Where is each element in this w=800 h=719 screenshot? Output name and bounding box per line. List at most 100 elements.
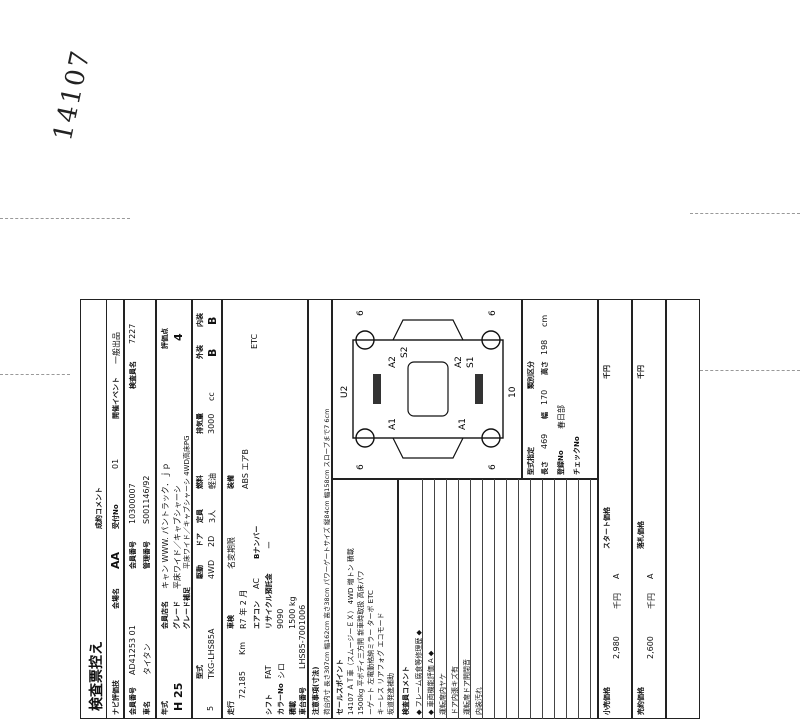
comment-rule bbox=[554, 479, 555, 719]
comment-rule bbox=[434, 479, 435, 719]
body-size-label: 注意事項(寸法) bbox=[312, 666, 320, 715]
diagram-mark: S1 bbox=[466, 357, 476, 368]
fuel-label: 燃料 bbox=[196, 475, 204, 489]
diagram-mark: A2 bbox=[388, 356, 398, 368]
sales-point-line: キーレス リアフォグ エコモード bbox=[377, 612, 385, 715]
comment-rule bbox=[590, 479, 591, 719]
exterior-label: 外装 bbox=[196, 345, 204, 359]
dimension-unit: cm bbox=[540, 314, 549, 327]
capacity-label: 定員 bbox=[196, 509, 204, 523]
diagram-mark: 6 bbox=[488, 464, 498, 470]
wheel-icon bbox=[481, 428, 501, 448]
class-label: 類別区分 bbox=[527, 361, 535, 389]
reception-value: 01 bbox=[111, 458, 120, 469]
reception-label: 受付No bbox=[112, 504, 120, 529]
footer-row bbox=[666, 299, 700, 719]
meeting-label: 会場名 bbox=[112, 588, 120, 609]
mileage-value: 72,185 bbox=[238, 671, 247, 699]
wheel-icon bbox=[355, 330, 375, 350]
width-label: 幅 bbox=[541, 412, 549, 419]
number-label: 会員番号 bbox=[129, 541, 137, 569]
diagram-mark: A1 bbox=[458, 418, 468, 430]
comment-rule bbox=[470, 479, 471, 719]
recycle-label: リサイクル預託金 bbox=[265, 573, 273, 629]
fuel-value: 軽油 bbox=[208, 473, 217, 489]
wheel-icon bbox=[481, 330, 501, 350]
aircon-label: エアコン bbox=[253, 601, 261, 629]
inspector-value: 7227 bbox=[128, 323, 137, 344]
sold-unit-right: 千円 bbox=[637, 365, 645, 379]
start-price-label: スタート価格 bbox=[603, 507, 611, 549]
scan-artifact-line bbox=[0, 374, 70, 375]
inspector-label: 検査員名 bbox=[129, 361, 137, 389]
color-code: 9090 bbox=[276, 608, 285, 629]
cab-left-outline bbox=[392, 437, 464, 459]
cab-right-outline bbox=[392, 319, 464, 341]
comment-rule bbox=[458, 479, 459, 719]
kaijo-label: 成約コメント bbox=[95, 487, 103, 529]
weight-label: 積載 bbox=[289, 701, 297, 715]
comment-rule bbox=[494, 479, 495, 719]
reg-value: 春日部 bbox=[557, 405, 566, 429]
month-value: 5 bbox=[206, 705, 215, 711]
code-value: AD41253 01 bbox=[128, 625, 137, 675]
model-label: 型式 bbox=[196, 665, 204, 679]
drive-label: 駆動 bbox=[196, 565, 204, 579]
scan-artifact-line bbox=[690, 213, 800, 214]
model-value: TKG-LHS85A bbox=[207, 628, 216, 679]
form-title: 検査票控え bbox=[89, 641, 105, 711]
comment-rule bbox=[506, 479, 507, 719]
year-label: 年式 bbox=[161, 701, 169, 715]
comment-ruled-lines bbox=[410, 479, 598, 719]
displacement-label: 排気量 bbox=[196, 413, 204, 434]
body-size-value: 荷台内寸 長さ307cm 幅162cm 高さ38cm パワーゲートサイズ 縦84… bbox=[323, 408, 331, 715]
sold-grade: A bbox=[646, 573, 655, 579]
shift-label: シフト bbox=[265, 694, 273, 715]
length-value: 469 bbox=[540, 433, 549, 449]
shop-value: キャン WWW. パントラック．ｊｐ bbox=[161, 462, 170, 589]
diagram-mark: 10 bbox=[508, 386, 518, 398]
bumper-shape bbox=[475, 374, 483, 404]
etc-value: ETC bbox=[250, 333, 259, 349]
interior-value: B bbox=[206, 316, 219, 325]
check-label: チェックNo bbox=[573, 436, 581, 475]
width-value: 170 bbox=[540, 389, 549, 405]
grade-name-label: グレード補足 bbox=[183, 587, 191, 629]
shift-value: FAT bbox=[264, 665, 273, 679]
comment-rule bbox=[578, 479, 579, 719]
door-value: 2D bbox=[207, 535, 216, 547]
inspection-form: 検査票控え ナビ評価技 会場名 AA 成約コメント 受付No 01 開催イベント… bbox=[80, 299, 700, 719]
mileage-label: 走行 bbox=[227, 701, 235, 715]
number-value: 10300007 bbox=[128, 483, 137, 524]
year-value: H 25 bbox=[172, 682, 185, 711]
serial-value: LHS85-7001006 bbox=[298, 604, 307, 669]
sold-price-label: 落札価格 bbox=[637, 521, 645, 549]
comment-rule bbox=[518, 479, 519, 719]
start-price-unit: 千円 bbox=[613, 593, 622, 609]
sold-price-value: 2,600 bbox=[646, 636, 655, 659]
start-price-value: 2,980 bbox=[612, 636, 621, 659]
mileage-unit: Km bbox=[238, 641, 247, 655]
equipment-value: ABS エアB bbox=[241, 449, 250, 489]
spec-block bbox=[222, 299, 308, 719]
diagram-mark: A2 bbox=[454, 356, 464, 368]
sales-point-line: 1500kg 平ボディ三方開 新車時取扱 高床パワ bbox=[357, 570, 365, 716]
comment-rule bbox=[530, 479, 531, 719]
comment-rule bbox=[446, 479, 447, 719]
serial-label: 車台番号 bbox=[299, 687, 307, 715]
inspection-value: R7 年 2 月 bbox=[239, 589, 248, 629]
height-label: 高さ bbox=[541, 361, 549, 375]
cab-roof-outline bbox=[407, 361, 449, 417]
navi-label: ナビ評価技 bbox=[112, 680, 120, 715]
exterior-value: B bbox=[206, 348, 219, 357]
cargo-bed-outline bbox=[352, 339, 504, 439]
handwritten-number: 14107 bbox=[48, 46, 97, 144]
event-value: 一般出品 bbox=[112, 332, 121, 364]
comment-rule bbox=[542, 479, 543, 719]
scan-artifact-line bbox=[700, 370, 800, 371]
name-change-value: 名変期限 bbox=[227, 537, 236, 569]
length-label: 長さ bbox=[541, 461, 549, 475]
damage-diagram-box: A1 A2 S2 A1 A2 S1 6 6 6 6 10 U2 bbox=[332, 299, 522, 479]
sold-price-unit: 千円 bbox=[647, 593, 656, 609]
height-value: 198 bbox=[540, 339, 549, 355]
